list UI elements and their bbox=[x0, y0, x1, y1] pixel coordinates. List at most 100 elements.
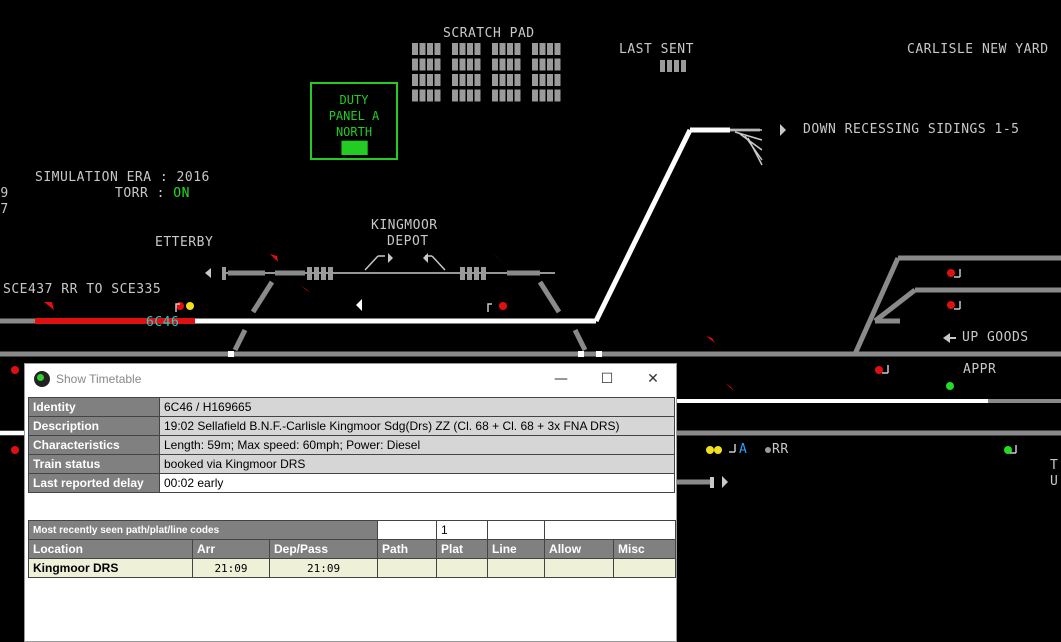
scratch-pad-cell bbox=[554, 89, 561, 102]
route-set-track bbox=[195, 127, 730, 324]
scratch-pad-cell bbox=[554, 74, 561, 86]
code-plat: 1 bbox=[436, 520, 489, 540]
scratch-pad-cell bbox=[419, 74, 426, 86]
scratch-pad-cell bbox=[459, 58, 466, 71]
table-row[interactable]: Kingmoor DRS 21:09 21:09 bbox=[28, 558, 677, 578]
scratch-pad-cell bbox=[419, 89, 426, 102]
scratch-pad-cell bbox=[452, 74, 458, 86]
cell-dep: 21:09 bbox=[268, 558, 379, 578]
cell-location: Kingmoor DRS bbox=[28, 558, 193, 578]
scratch-pad-cell bbox=[434, 89, 441, 102]
scratch-pad-label: SCRATCH PAD bbox=[443, 26, 535, 41]
scratch-pad-cell bbox=[507, 89, 513, 102]
codes-row: Most recently seen path/plat/line codes … bbox=[27, 520, 677, 540]
scratch-pad-cell bbox=[474, 74, 481, 86]
scratch-pad-cell bbox=[452, 89, 458, 102]
recessing-sidings bbox=[730, 129, 763, 166]
cell-arr: 21:09 bbox=[192, 558, 270, 578]
scratch-pad-cell bbox=[539, 43, 546, 55]
cell-line bbox=[487, 558, 546, 578]
scratch-pad-cell bbox=[412, 89, 418, 102]
col-path: Path bbox=[377, 539, 438, 559]
scratch-pad-cell bbox=[532, 89, 538, 102]
codes-label: Most recently seen path/plat/line codes bbox=[27, 520, 379, 540]
last-sent-label: LAST SENT bbox=[619, 42, 694, 57]
scratch-pad-cell bbox=[434, 74, 441, 86]
cell-path bbox=[377, 558, 438, 578]
scratch-pad-cell bbox=[507, 43, 513, 55]
scratch-pad-cell bbox=[547, 89, 553, 102]
scratch-pad-cell bbox=[499, 58, 506, 71]
duty-line-1: DUTY bbox=[339, 93, 369, 107]
up-goods-label: UP GOODS bbox=[962, 330, 1029, 345]
scratch-pad-cell bbox=[419, 58, 426, 71]
col-line: Line bbox=[487, 539, 546, 559]
code-path bbox=[377, 520, 438, 540]
scratch-pad-cell bbox=[452, 43, 458, 55]
scratch-pad-cell bbox=[492, 74, 498, 86]
window-titlebar[interactable]: Show Timetable — ☐ ✕ bbox=[25, 364, 676, 394]
col-allow: Allow bbox=[544, 539, 615, 559]
edge-left-2: 37 bbox=[0, 202, 9, 217]
scratch-pad-cell bbox=[532, 43, 538, 55]
train-description-6c46[interactable]: 6C46 bbox=[146, 315, 180, 330]
arrow-right-icon bbox=[780, 124, 786, 136]
scratch-pad-cell bbox=[467, 58, 473, 71]
cell-misc bbox=[613, 558, 677, 578]
scratch-pad-cell bbox=[547, 58, 553, 71]
col-location: Location bbox=[28, 539, 193, 559]
edge-left-1: 19 bbox=[0, 186, 9, 201]
edge-right-1: T bbox=[1050, 458, 1059, 473]
edge-right-2: U bbox=[1050, 474, 1059, 489]
info-value: 19:02 Sellafield B.N.F.-Carlisle Kingmoo… bbox=[159, 416, 675, 436]
scratch-pad-cell bbox=[507, 58, 513, 71]
buffer-stop bbox=[710, 477, 714, 488]
code-line bbox=[487, 520, 546, 540]
torr-status: TORR : ON bbox=[115, 186, 190, 201]
sce-route-label: SCE437 RR TO SCE335 bbox=[3, 282, 162, 297]
scratch-pad-cell bbox=[547, 43, 553, 55]
kingmoor-depot-label-1: KINGMOOR bbox=[371, 218, 438, 233]
kingmoor-depot-label-2: DEPOT bbox=[387, 234, 429, 249]
scratch-pad-cell bbox=[492, 43, 498, 55]
scratch-pad-cell bbox=[514, 89, 521, 102]
info-value: booked via Kingmoor DRS bbox=[159, 454, 675, 474]
scratch-pad-cell bbox=[492, 89, 498, 102]
scratch-pad-cell bbox=[532, 74, 538, 86]
scratch-pad-grid bbox=[412, 43, 561, 102]
scratch-pad-cell bbox=[499, 43, 506, 55]
appr-label: APPR bbox=[963, 362, 997, 377]
scratch-pad-cell bbox=[419, 43, 426, 55]
col-dep: Dep/Pass bbox=[268, 539, 379, 559]
scratch-pad-cell bbox=[539, 58, 546, 71]
scratch-pad-cell bbox=[492, 58, 498, 71]
info-value: 6C46 / H169665 bbox=[159, 397, 675, 417]
header-row: Location Arr Dep/Pass Path Plat Line All… bbox=[28, 539, 677, 559]
scratch-pad-cell bbox=[514, 74, 521, 86]
scratch-pad-cell bbox=[427, 43, 433, 55]
close-button[interactable]: ✕ bbox=[647, 371, 659, 387]
code-allow bbox=[544, 520, 677, 540]
duty-panel-indicator: DUTY PANEL A NORTH ████ bbox=[310, 82, 398, 160]
scratch-pad-cell bbox=[554, 58, 561, 71]
scratch-pad-cell bbox=[514, 58, 521, 71]
scratch-pad-cell bbox=[467, 43, 473, 55]
depot-arrows bbox=[205, 253, 950, 488]
timetable-table: Most recently seen path/plat/line codes … bbox=[27, 520, 677, 578]
scratch-pad-cell bbox=[412, 43, 418, 55]
scratch-pad-cell bbox=[539, 74, 546, 86]
down-recessing-label: DOWN RECESSING SIDINGS 1-5 bbox=[803, 122, 1020, 137]
minimize-button[interactable]: — bbox=[554, 371, 568, 387]
duty-line-2: PANEL A bbox=[328, 109, 380, 123]
signals bbox=[11, 253, 1017, 454]
scratch-pad-cell bbox=[459, 89, 466, 102]
maximize-button[interactable]: ☐ bbox=[600, 371, 614, 387]
scratch-pad-cell bbox=[474, 89, 481, 102]
